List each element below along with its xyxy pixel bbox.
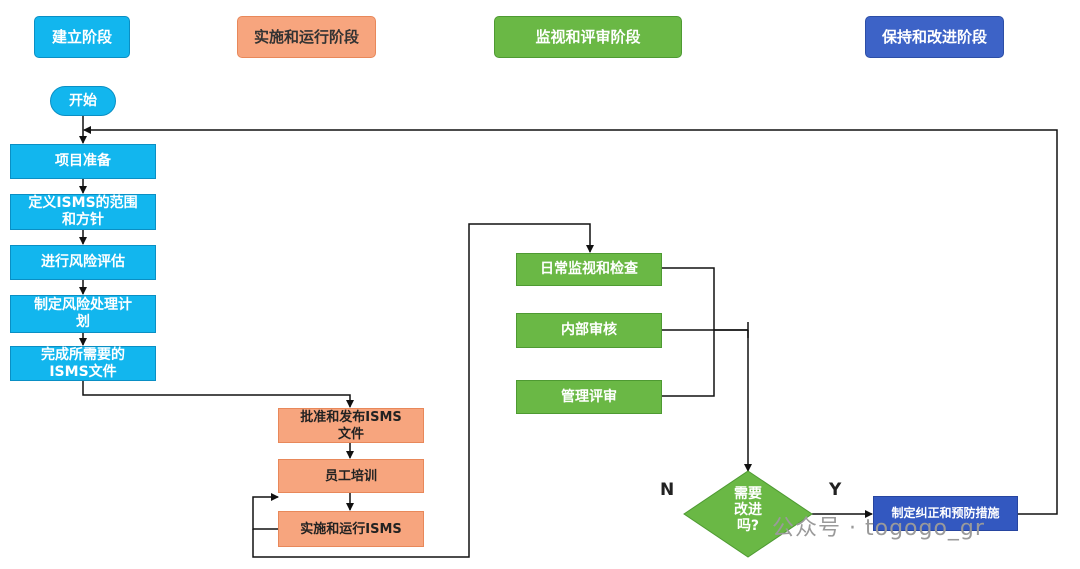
node-define-scope: 定义ISMS的范围 和方针 [10,194,156,230]
arrow-docs-to-approve [82,381,354,408]
node-daily-monitoring: 日常监视和检查 [516,253,662,286]
branch-label-no: N [660,480,675,500]
phase-build: 建立阶段 [34,16,130,58]
node-risk-treatment-plan: 制定风险处理计 划 [10,295,156,333]
node-corrective-action: 制定纠正和预防措施 [873,496,1018,531]
phase-monitor: 监视和评审阶段 [494,16,682,58]
node-risk-assessment: 进行风险评估 [10,245,156,280]
line-monitor-bracket [662,267,715,397]
node-complete-docs: 完成所需要的 ISMS文件 [10,346,156,381]
decision-diamond [683,470,813,558]
watermark: 公众号 · togogo_gr [772,516,985,541]
node-approve-publish: 批准和发布ISMS 文件 [278,408,424,443]
arrow-feedback-loop [83,126,1058,515]
arrow-implement-loop [252,493,279,530]
branch-label-yes: Y [829,480,842,500]
decision-label: 需要 改进 吗? [734,486,762,534]
phase-maintain: 保持和改进阶段 [865,16,1004,58]
node-internal-audit: 内部审核 [516,313,662,348]
phase-implement: 实施和运行阶段 [237,16,376,58]
node-management-review: 管理评审 [516,380,662,414]
node-project-prep: 项目准备 [10,144,156,179]
arrow-implement-to-monitor [252,223,594,558]
start-node: 开始 [50,86,116,116]
node-implement-isms: 实施和运行ISMS [278,511,424,547]
node-staff-training: 员工培训 [278,459,424,493]
